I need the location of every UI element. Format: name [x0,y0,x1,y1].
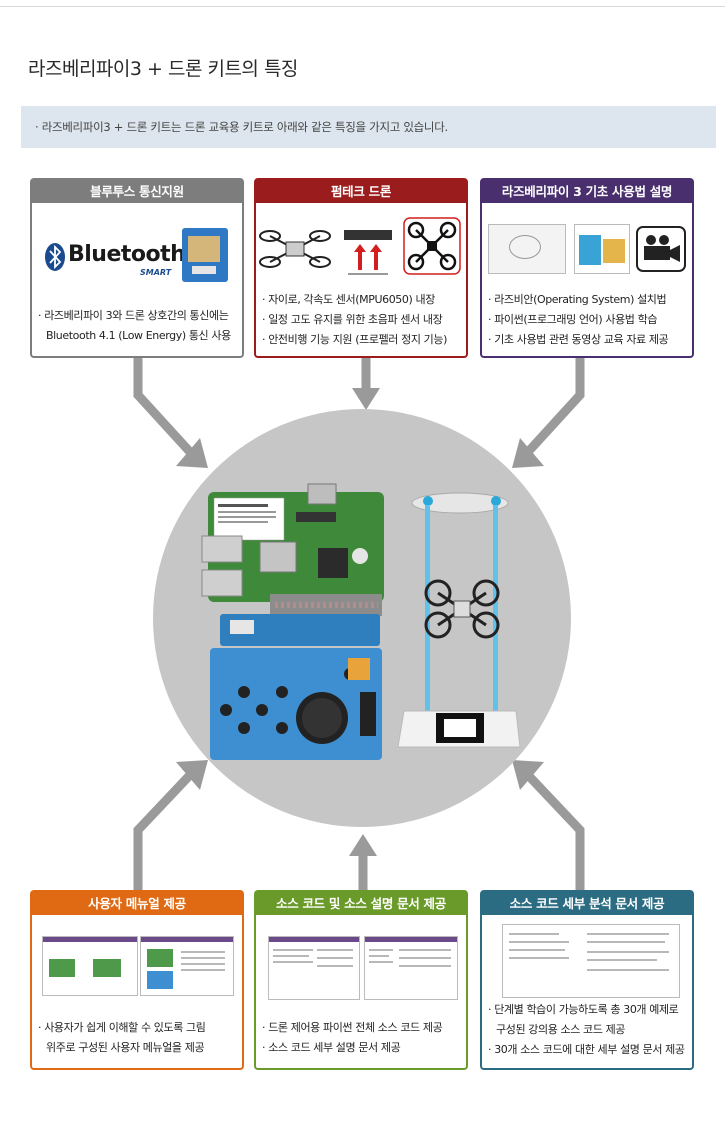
arrowhead-bluetooth [176,438,208,468]
bullet-line: · 라즈비안(Operating System) 설치법 [488,293,667,306]
manual-page-2-thumbnail [140,936,234,996]
bluetooth-logo: Bluetooth SMART [42,236,186,284]
arrow-manual [133,771,194,890]
bullet-line: · 자이로, 각속도 센서(MPU6050) 내장 [262,293,435,306]
arrowhead-manual [176,760,208,790]
feature-bullets-bluetooth: · 라즈베리파이 3와 드론 상호간의 통신에는 Bluetooth 4.1 (… [38,306,238,346]
feature-title-source: 소스 코드 및 소스 설명 문서 제공 [256,892,466,915]
feature-title-analysis: 소스 코드 세부 분석 문서 제공 [482,892,692,915]
arrowhead-drone [352,388,380,410]
source-doc-1-thumbnail [268,936,360,1000]
feature-bullets-basics: · 라즈비안(Operating System) 설치법 · 파이썬(프로그래밍… [488,290,688,350]
feature-box-source: 소스 코드 및 소스 설명 문서 제공 · 드론 제어용 파이썬 전체 소스 코… [254,890,468,1070]
manual-page-1-thumbnail [42,936,138,996]
arrow-analysis [524,771,585,890]
page-title: 라즈베리파이3 + 드론 키트의 특징 [28,58,298,80]
feature-bullets-drone: · 자이로, 각속도 센서(MPU6050) 내장 · 일정 고도 유지를 위한… [262,290,462,350]
feature-bullets-analysis: · 단계별 학습이 가능하도록 총 30개 예제로 구성된 강의용 소스 코드 … [488,1000,688,1060]
bullet-line: · 파이썬(프로그래밍 언어) 사용법 학습 [488,313,658,326]
drone-stand-image [397,492,521,748]
bullet-line: 위주로 구성된 사용자 메뉴얼을 제공 [46,1041,205,1054]
arrowhead-source [349,834,377,856]
feature-bullets-manual: · 사용자가 쉽게 이해할 수 있도록 그림 위주로 구성된 사용자 메뉴얼을 … [38,1018,238,1058]
bluetooth-logo-sub: SMART [140,268,172,277]
bullet-line: · 라즈베리파이 3와 드론 상호간의 통신에는 [38,309,229,322]
bullet-line: · 드론 제어용 파이썬 전체 소스 코드 제공 [262,1021,443,1034]
source-doc-2-thumbnail [364,936,458,1000]
feature-title-manual: 사용자 메뉴얼 제공 [32,892,242,915]
bullet-line: · 일정 고도 유지를 위한 초음파 센서 내장 [262,313,443,326]
arrow-basics [524,358,585,456]
bullet-line: · 소스 코드 세부 설명 문서 제공 [262,1041,401,1054]
feature-box-basics: 라즈베리파이 3 기초 사용법 설명 · 라즈비안(Operating Syst… [480,178,694,358]
feature-box-drone: 펌테크 드론 · 자이로, 각속도 센서(MPU6050) 내장 · [254,178,468,358]
bullet-line: · 단계별 학습이 가능하도록 총 30개 예제로 [488,1003,679,1016]
intro-text: · 라즈베리파이3 + 드론 키트는 드론 교육용 키트로 아래와 같은 특징을… [35,120,448,134]
feature-title-drone: 펌테크 드론 [256,180,466,203]
feature-box-bluetooth: 블루투스 통신지원 Bluetooth SMART · 라즈베리파이 3와 드론… [30,178,244,358]
drone-images [259,217,461,275]
arrowhead-basics [512,438,544,468]
bluetooth-logo-text: Bluetooth [68,242,186,267]
arrow-bluetooth [133,358,194,456]
bullet-line: · 사용자가 쉽게 이해할 수 있도록 그림 [38,1021,206,1034]
feature-box-manual: 사용자 메뉴얼 제공 · 사용자가 쉽게 이해할 수 있도록 그림 위주로 구성… [30,890,244,1070]
bluetooth-icon [45,243,65,271]
feature-title-bluetooth: 블루투스 통신지원 [32,180,242,203]
feature-title-basics: 라즈베리파이 3 기초 사용법 설명 [482,180,692,203]
intro-banner: · 라즈베리파이3 + 드론 키트는 드론 교육용 키트로 아래와 같은 특징을… [21,106,716,148]
tutorial-screenshot [488,224,566,274]
analysis-doc-thumbnail [502,924,680,998]
bullet-line: · 30개 소스 코드에 대한 세부 설명 문서 제공 [488,1043,685,1056]
feature-box-analysis: 소스 코드 세부 분석 문서 제공 · 단계별 학습이 가능하도록 총 30개 … [480,890,694,1070]
bullet-line: 구성된 강의용 소스 코드 제공 [496,1023,626,1036]
arrowhead-analysis [512,760,544,790]
bluetooth-module-image [182,228,228,282]
video-camera-icon [636,226,686,272]
top-divider [0,6,725,7]
bullet-line: · 안전비행 기능 지원 (프로펠러 정지 기능) [262,333,447,346]
feature-bullets-source: · 드론 제어용 파이썬 전체 소스 코드 제공 · 소스 코드 세부 설명 문… [262,1018,462,1058]
tutorial-video-thumbnail [574,224,630,274]
bullet-line: · 기초 사용법 관련 동영상 교육 자료 제공 [488,333,669,346]
raspberry-pi-kit-image [201,483,384,760]
bullet-line: Bluetooth 4.1 (Low Energy) 통신 사용 [46,329,231,342]
